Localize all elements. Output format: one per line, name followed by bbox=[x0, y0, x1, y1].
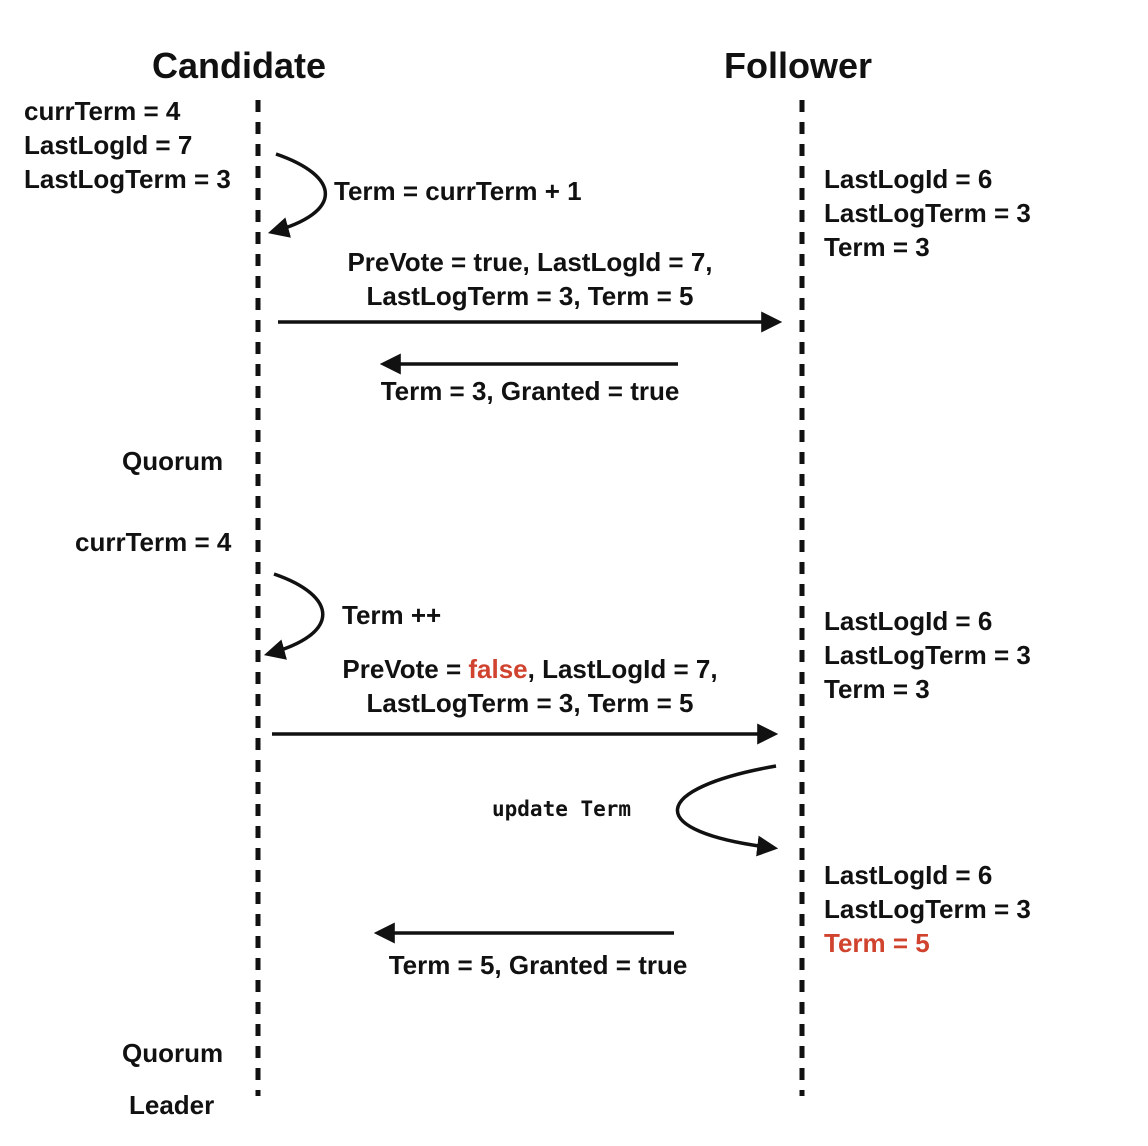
follower-update-arrow bbox=[675, 764, 779, 857]
candidate-state-lastlogid: LastLogId = 7 bbox=[24, 130, 193, 160]
follower-state-term-1: Term = 3 bbox=[824, 232, 930, 262]
follower-update-label: update Term bbox=[492, 797, 632, 821]
self-step-label-1: Term = currTerm + 1 bbox=[334, 176, 582, 206]
follower-state-term-2: Term = 3 bbox=[824, 674, 930, 704]
quorum-label-2: Quorum bbox=[122, 1038, 224, 1068]
candidate-title: Candidate bbox=[152, 45, 327, 86]
prevote-response-label-1: Term = 3, Granted = true bbox=[380, 376, 680, 406]
vote-request-line2: LastLogTerm = 3, Term = 5 bbox=[366, 688, 694, 718]
quorum-label-1: Quorum bbox=[122, 446, 224, 476]
follower-title: Follower bbox=[724, 45, 873, 86]
candidate-state-term-2: currTerm = 4 bbox=[75, 527, 232, 557]
candidate-self-arrow-1 bbox=[267, 152, 328, 238]
leader-label: Leader bbox=[129, 1090, 215, 1120]
follower-state-lastlogterm-1: LastLogTerm = 3 bbox=[824, 198, 1031, 228]
candidate-state-term: currTerm = 4 bbox=[24, 96, 181, 126]
follower-updated-term: Term = 5 bbox=[824, 928, 930, 958]
prevote-request-line2: LastLogTerm = 3, Term = 5 bbox=[366, 281, 694, 311]
follower-state-lastlogid-2: LastLogId = 6 bbox=[824, 606, 993, 636]
follower-updated-lastlogterm: LastLogTerm = 3 bbox=[824, 894, 1031, 924]
vote-request-prefix: PreVote = bbox=[342, 654, 469, 684]
follower-state-lastlogid-1: LastLogId = 6 bbox=[824, 164, 993, 194]
follower-state-lastlogterm-2: LastLogTerm = 3 bbox=[824, 640, 1031, 670]
vote-response-label-2: Term = 5, Granted = true bbox=[388, 950, 688, 980]
prevote-request-line1: PreVote = true, LastLogId = 7, bbox=[347, 247, 713, 277]
vote-request-line1: PreVote = false, LastLogId = 7, bbox=[270, 652, 790, 686]
prevote-false-value: false bbox=[468, 654, 528, 684]
vote-request-suffix: , LastLogId = 7, bbox=[527, 654, 718, 684]
follower-updated-lastlogid: LastLogId = 6 bbox=[824, 860, 993, 890]
candidate-state-lastlogterm: LastLogTerm = 3 bbox=[24, 164, 231, 194]
self-step-label-2: Term ++ bbox=[342, 600, 442, 630]
candidate-self-arrow-2 bbox=[263, 572, 325, 660]
